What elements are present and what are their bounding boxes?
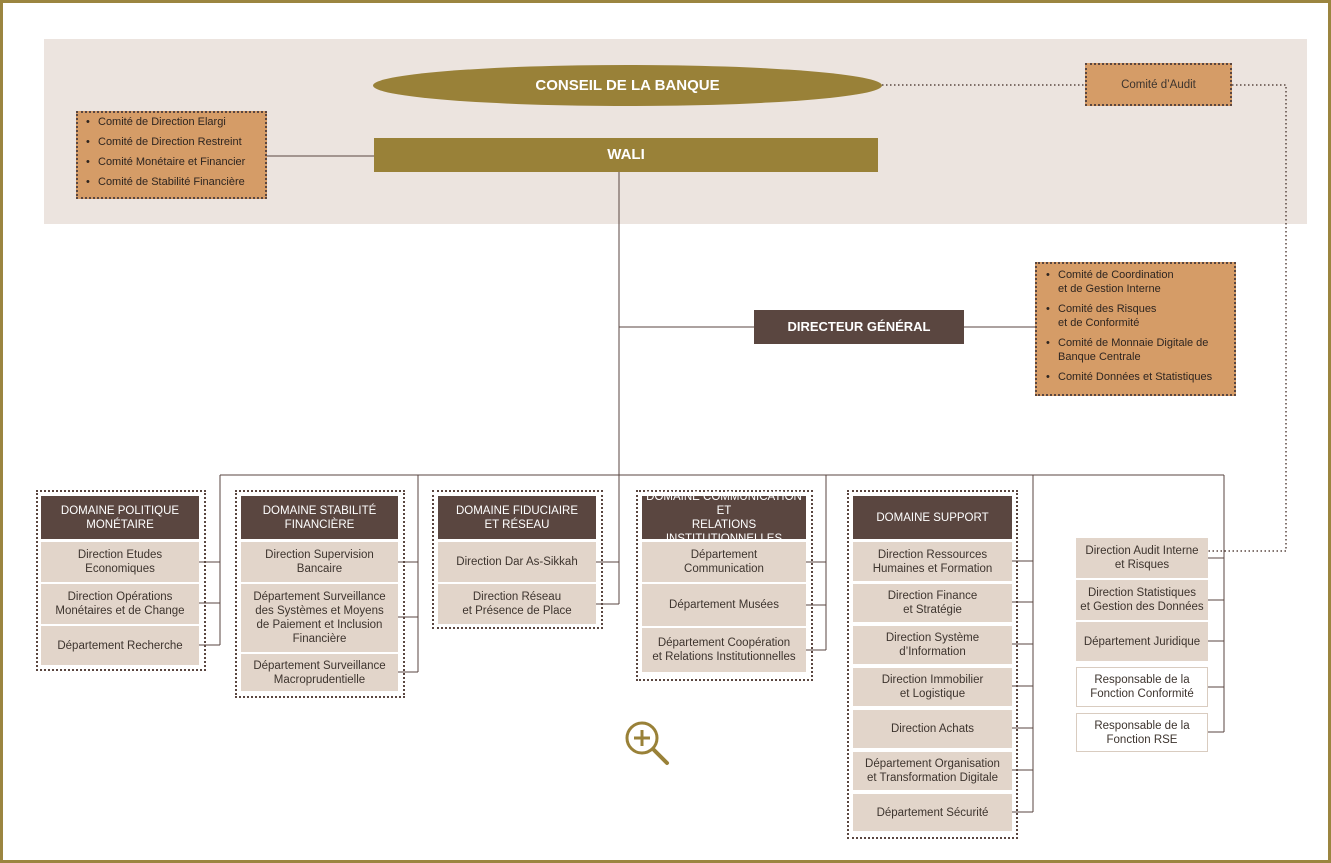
governor-committees: Comité de Direction ElargiComité de Dire… <box>76 111 267 199</box>
domain-3-unit-1: Direction Dar As-Sikkah <box>438 542 596 582</box>
zoom-in-icon[interactable] <box>622 718 672 768</box>
governor-committee-2: Comité de Direction Restreint <box>86 135 245 149</box>
governor-committee-3: Comité Monétaire et Financier <box>86 155 245 169</box>
dg-committee-4: Comité Données et Statistiques <box>1046 370 1212 384</box>
direct-unit-3: Département Juridique <box>1076 622 1208 661</box>
domain-header-5: DOMAINE SUPPORT <box>853 496 1012 539</box>
domain-4-unit-2: Département Musées <box>642 584 806 626</box>
governor-committee-1: Comité de Direction Elargi <box>86 115 245 129</box>
board-node: CONSEIL DE LA BANQUE <box>373 65 882 106</box>
governor-node: WALI <box>374 138 878 172</box>
domain-group-4 <box>636 490 813 681</box>
domain-group-5 <box>847 490 1018 839</box>
domain-5-unit-5: Direction Achats <box>853 710 1012 748</box>
domain-5-unit-7: Département Sécurité <box>853 794 1012 831</box>
domain-group-3 <box>432 490 603 629</box>
domain-1-unit-3: Département Recherche <box>41 626 199 665</box>
governor-committee-4: Comité de Stabilité Financière <box>86 175 245 189</box>
director-general-node: DIRECTEUR GÉNÉRAL <box>754 310 964 344</box>
domain-group-2 <box>235 490 405 698</box>
domain-group-1 <box>36 490 206 671</box>
audit-committee-node: Comité d’Audit <box>1085 63 1232 106</box>
